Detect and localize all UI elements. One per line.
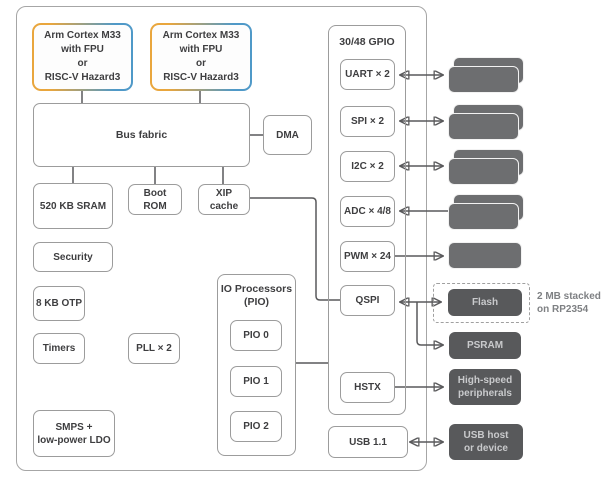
qspi-box: QSPI [340, 285, 395, 316]
dma-box: DMA [263, 115, 312, 155]
gpio-group: 30/48 GPIO [328, 25, 406, 415]
gpio-group-title: 30/48 GPIO [339, 36, 395, 48]
stack-back [453, 149, 524, 176]
adc-box: ADC × 4/8 [340, 196, 395, 227]
flash-note: 2 MB stacked on RP2354 [537, 291, 601, 315]
uart-box: UART × 2 [340, 59, 395, 90]
psram-box: PSRAM [449, 332, 521, 359]
pio2-box: PIO 2 [230, 411, 282, 442]
spi-pins-stack [448, 104, 525, 141]
spi-box: SPI × 2 [340, 106, 395, 137]
pio1-box: PIO 1 [230, 366, 282, 397]
stack-back [453, 194, 524, 221]
hstx-box: HSTX [340, 372, 395, 403]
cpu-core-0: Arm Cortex M33 with FPU or RISC-V Hazard… [32, 23, 133, 91]
smps-box: SMPS + low-power LDO [33, 410, 115, 457]
adc-pins-stack [448, 194, 525, 231]
cpu-core-0-label: Arm Cortex M33 with FPU or RISC-V Hazard… [34, 25, 131, 89]
stack-back [453, 104, 524, 131]
security-box: Security [33, 242, 113, 272]
hs-peripherals-box: High-speed peripherals [449, 369, 521, 405]
flash-box: Flash [448, 289, 522, 316]
pio-group: IO Processors (PIO) [217, 274, 296, 456]
usb-box: USB 1.1 [328, 426, 408, 458]
i2c-box: I2C × 2 [340, 151, 395, 182]
otp-box: 8 KB OTP [33, 286, 85, 321]
stack-front [448, 158, 519, 185]
bus-fabric-box: Bus fabric [33, 103, 250, 167]
i2c-pins-stack [448, 149, 525, 186]
pwm-box: PWM × 24 [340, 241, 395, 272]
pio0-box: PIO 0 [230, 320, 282, 351]
flash-dashed-outline [433, 283, 530, 323]
boot-rom-box: Boot ROM [128, 184, 182, 215]
pll-box: PLL × 2 [128, 333, 180, 364]
timers-box: Timers [33, 333, 85, 364]
stack-back [453, 57, 524, 84]
usb-host-box: USB host or device [449, 424, 523, 460]
pwm-pins-box [448, 242, 522, 269]
stack-front [448, 203, 519, 230]
cpu-core-1-label: Arm Cortex M33 with FPU or RISC-V Hazard… [152, 25, 250, 89]
uart-pins-stack [448, 57, 525, 94]
cpu-core-1: Arm Cortex M33 with FPU or RISC-V Hazard… [150, 23, 252, 91]
stack-front [448, 113, 519, 140]
pio-group-title: IO Processors (PIO) [220, 283, 293, 308]
stack-front [448, 66, 519, 93]
sram-box: 520 KB SRAM [33, 183, 113, 229]
xip-cache-box: XIP cache [198, 184, 250, 215]
